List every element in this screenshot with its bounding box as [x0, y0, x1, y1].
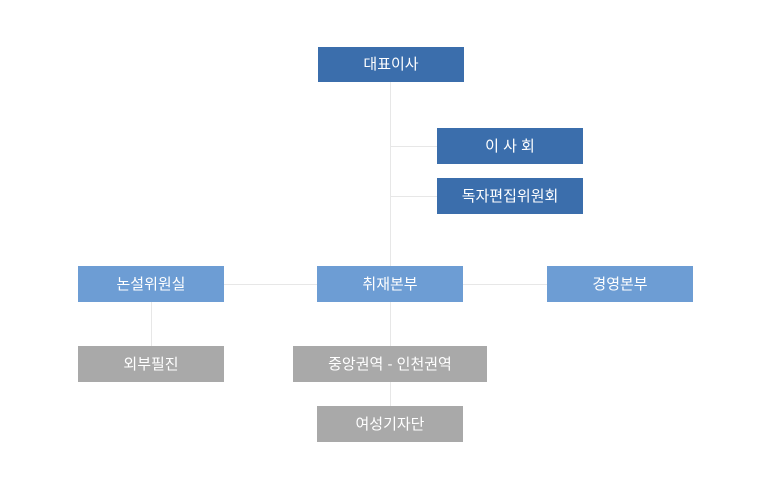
connector-editorial-to-external — [151, 302, 152, 346]
node-external-writers: 외부필진 — [78, 346, 224, 382]
node-ceo: 대표이사 — [318, 47, 464, 82]
connector-to-readers-committee — [390, 196, 437, 197]
node-readers-editorial-committee: 독자편집위원회 — [437, 178, 583, 214]
node-management-hq: 경영본부 — [547, 266, 693, 302]
node-central-incheon-region: 중앙권역 - 인천권역 — [293, 346, 487, 382]
connector-news-hq-to-management — [463, 284, 547, 285]
node-board-of-directors: 이 사 회 — [437, 128, 583, 164]
connector-central-to-women — [390, 382, 391, 406]
node-women-reporters-group: 여성기자단 — [317, 406, 463, 442]
connector-news-hq-to-central-region — [390, 302, 391, 346]
node-editorial-writers-office: 논설위원실 — [78, 266, 224, 302]
connector-ceo-to-news-hq — [390, 82, 391, 266]
connector-editorial-to-news-hq — [224, 284, 317, 285]
node-news-coverage-hq: 취재본부 — [317, 266, 463, 302]
connector-to-board — [390, 146, 437, 147]
